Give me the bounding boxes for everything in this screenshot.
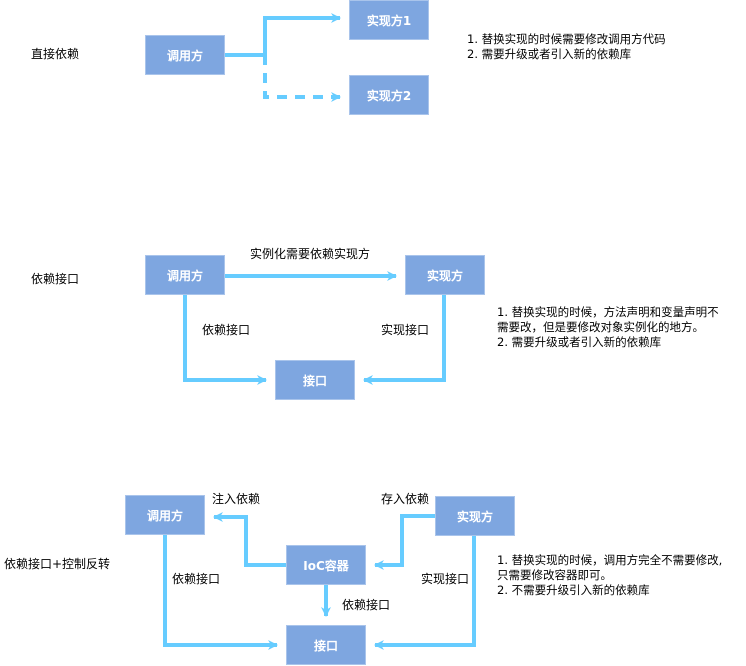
edge-caller-iface (183, 295, 267, 385)
note-line: 2. 不需要升级引入新的依赖库 (497, 583, 650, 597)
edge-label-implement: 实现接口 (421, 572, 470, 586)
section1-notes: 1. 替换实现的时候需要修改调用方代码 2. 需要升级或者引入新的依赖库 (467, 32, 666, 62)
edge-ioc-caller (213, 512, 286, 567)
node-caller: 调用方 (145, 35, 225, 75)
node-interface: 接口 (275, 360, 355, 400)
node-impl2: 实现方2 (349, 75, 429, 115)
note-line: 2. 需要升级或者引入新的依赖库 (467, 47, 632, 61)
section2-notes: 1. 替换实现的时候，方法声明和变量声明不 需要改，但是要修改对象实例化的地方。… (497, 305, 719, 350)
edge-caller-impl2-dashed (263, 55, 341, 102)
edge-caller-impl1 (225, 13, 341, 57)
edge-label-depend: 依赖接口 (172, 572, 221, 586)
note-line: 需要改，但是要修改对象实例化的地方。 (497, 320, 704, 334)
node-interface: 接口 (286, 625, 366, 665)
node-ioc-container: IoC容器 (286, 545, 366, 585)
note-line: 只需要修改容器即可。 (497, 568, 612, 582)
edge-impl-iface-3 (374, 536, 476, 650)
edge-label-implement: 实现接口 (381, 323, 430, 337)
node-impl: 实现方 (405, 255, 485, 295)
node-caller: 调用方 (145, 255, 225, 295)
section3-title: 依赖接口+控制反转 (4, 557, 111, 571)
note-line: 1. 替换实现的时候需要修改调用方代码 (467, 32, 666, 46)
edge-label-inject: 注入依赖 (212, 492, 261, 506)
edge-caller-iface-3 (163, 535, 278, 650)
edge-label-instantiate: 实例化需要依赖实现方 (250, 247, 371, 261)
note-line: 2. 需要升级或者引入新的依赖库 (497, 335, 662, 349)
note-line: 1. 替换实现的时候，调用方完全不需要修改, (497, 553, 723, 567)
node-impl1: 实现方1 (349, 0, 429, 40)
edge-impl-ioc (374, 514, 435, 570)
node-impl: 实现方 (435, 496, 515, 536)
edge-label-store: 存入依赖 (381, 492, 430, 506)
node-caller: 调用方 (125, 495, 205, 535)
edge-label-depend: 依赖接口 (202, 323, 251, 337)
edge-impl-iface (363, 295, 446, 385)
section3-notes: 1. 替换实现的时候，调用方完全不需要修改, 只需要修改容器即可。 2. 不需要… (497, 553, 722, 598)
edge-label-ioc-depend: 依赖接口 (342, 598, 391, 612)
note-line: 1. 替换实现的时候，方法声明和变量声明不 (497, 305, 719, 319)
section1-title: 直接依赖 (31, 47, 80, 61)
section2-title: 依赖接口 (31, 272, 80, 286)
